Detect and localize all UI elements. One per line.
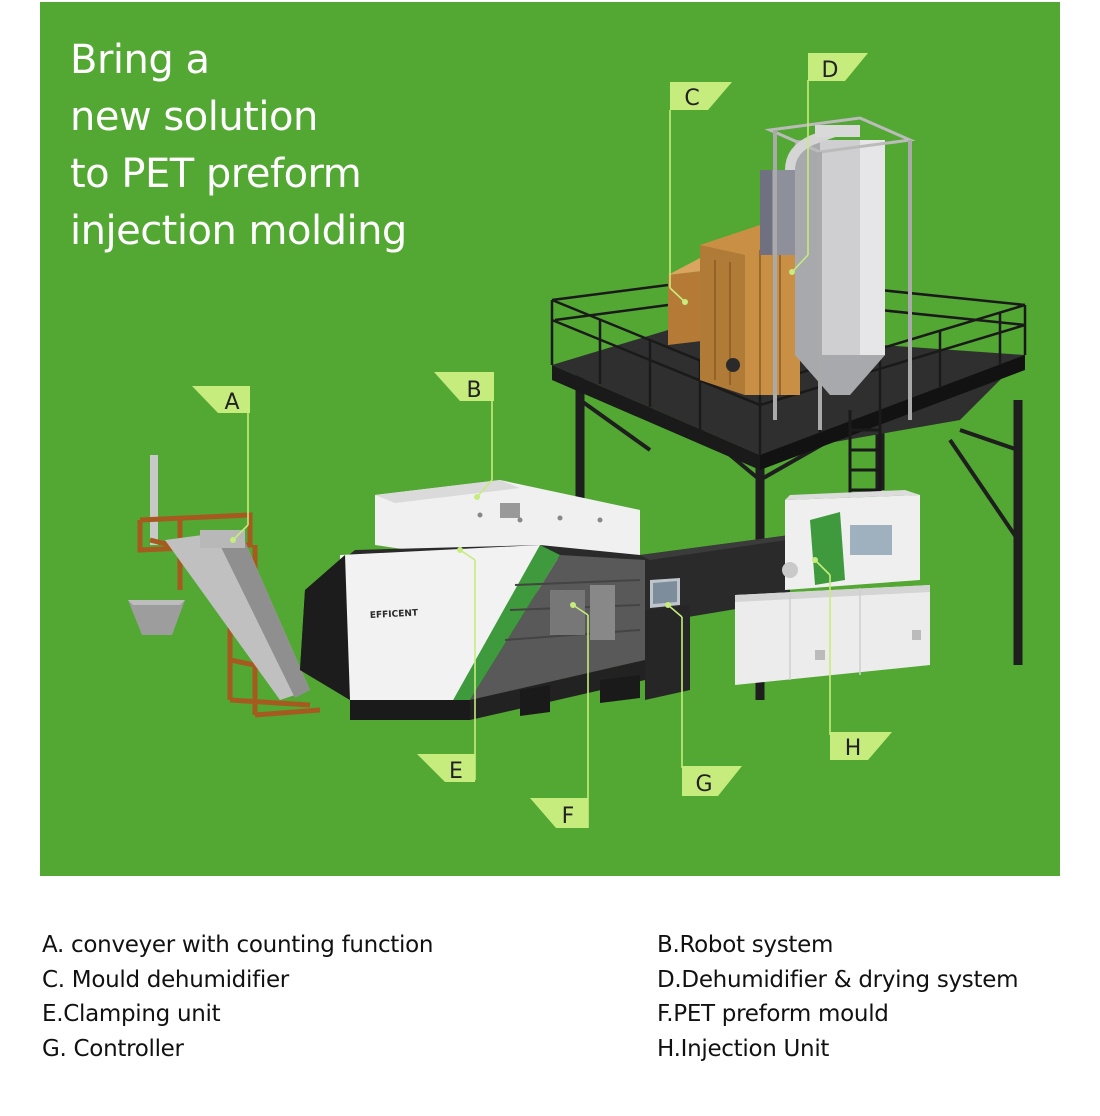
clamping-unit: EFFICENT — [300, 480, 645, 720]
callout-tag-a: A — [192, 386, 250, 415]
callout-tag-b: B — [434, 372, 494, 403]
legend-item-c: C. Mould dehumidifier — [42, 966, 289, 993]
legend: A. conveyer with counting function C. Mo… — [0, 928, 1100, 1068]
callout-label-a: A — [224, 390, 239, 415]
callout-label-c: C — [684, 86, 699, 111]
callout-tag-d: D — [808, 53, 868, 83]
callout-tag-c: C — [670, 82, 732, 111]
legend-item-e: E.Clamping unit — [42, 1001, 221, 1027]
callout-label-h: H — [845, 736, 862, 761]
callout-label-d: D — [822, 58, 839, 83]
headline-line-2: new solution — [70, 94, 318, 140]
callout-label-f: F — [562, 804, 575, 829]
legend-item-b: B.Robot system — [657, 932, 834, 958]
legend-column-right: B.Robot system D.Dehumidifier & drying s… — [657, 928, 1018, 1066]
conveyor — [128, 455, 321, 718]
legend-item-a: A. conveyer with counting function — [42, 932, 434, 958]
callout-tag-f: F — [530, 798, 588, 829]
headline-line-4: injection molding — [70, 208, 407, 254]
callout-label-e: E — [449, 759, 463, 784]
machine-illustration: EFFICENT — [128, 53, 1027, 829]
callout-tag-h: H — [830, 732, 892, 761]
callout-tag-e: E — [417, 754, 475, 784]
headline-line-3: to PET preform — [70, 151, 362, 197]
brand-logo: EFFICENT — [370, 608, 420, 621]
legend-item-h: H.Injection Unit — [657, 1035, 830, 1062]
legend-item-g: G. Controller — [42, 1035, 184, 1062]
leader-lines — [232, 80, 831, 828]
legend-item-f: F.PET preform mould — [657, 1001, 889, 1027]
callout-tag-g: G — [682, 766, 742, 797]
headline-line-1: Bring a — [70, 37, 210, 83]
legend-column-left: A. conveyer with counting function C. Mo… — [42, 928, 433, 1066]
callout-label-b: B — [466, 378, 481, 403]
controller — [645, 578, 690, 700]
headline: Bring a new solution to PET preform inje… — [70, 32, 407, 260]
callout-label-g: G — [695, 772, 712, 797]
legend-item-d: D.Dehumidifier & drying system — [657, 966, 1019, 993]
hero-panel: Bring a new solution to PET preform inje… — [40, 2, 1060, 876]
